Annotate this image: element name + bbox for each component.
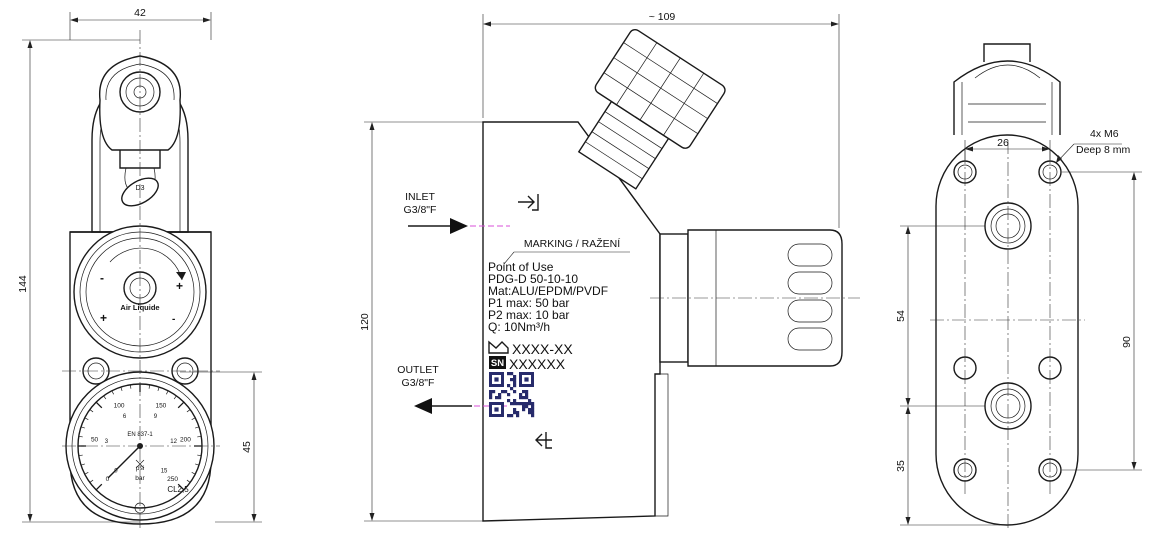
gauge-tick — [95, 483, 103, 491]
gauge-tick — [173, 395, 177, 400]
marking-title: MARKING / RAŽENÍ — [524, 237, 620, 250]
dim-35: 35 — [895, 406, 1000, 526]
serial-number: XXXXXX — [509, 356, 566, 372]
dim-35-label: 35 — [895, 460, 907, 472]
marking-block: MARKING / RAŽENÍ Point of Use PDG-D 50-1… — [488, 237, 630, 418]
gauge-tick — [129, 384, 132, 389]
gauge-tick — [195, 426, 200, 429]
gauge-tick — [191, 417, 196, 420]
gauge-label-inner: 9 — [154, 414, 158, 420]
rear-holes — [953, 160, 1062, 482]
gauge-tick — [84, 417, 89, 420]
dim-width-109: ~ 109 — [482, 11, 840, 228]
dim-side-width-label: ~ 109 — [649, 11, 676, 23]
marking-line-1: Point of Use — [488, 260, 554, 274]
gauge-tick — [177, 401, 185, 409]
gauge-tick — [95, 401, 103, 409]
marking-line-3: Mat:ALU/EPDM/PVDF — [488, 284, 608, 298]
gauge-tick — [197, 435, 202, 438]
qr-code — [489, 372, 535, 418]
gauge-tick — [89, 479, 94, 483]
gauge-label-inner: 3 — [105, 439, 109, 445]
gauge-tick — [186, 409, 191, 413]
dim-54: 54 — [895, 225, 985, 407]
gauge-label-outer: 250 — [167, 476, 178, 483]
gauge-label-inner: 15 — [161, 469, 168, 475]
gauge-tick — [89, 409, 94, 413]
gauge-tick — [191, 472, 196, 475]
gauge-tick — [186, 479, 191, 483]
gauge-label-inner: 6 — [123, 414, 127, 420]
gauge-tick — [157, 386, 160, 391]
gauge-class: CL2,5 — [167, 485, 189, 494]
dim-width-42: 42 — [69, 7, 212, 40]
gauge-unit-psi: psi — [136, 465, 144, 472]
thread-note-1: 4x M6 — [1090, 128, 1119, 140]
side-view: ~ 109 120 — [359, 11, 860, 522]
dim-side-height-label: 120 — [359, 313, 371, 331]
outlet-label: OUTLET — [397, 364, 439, 376]
gauge-label-inner: 12 — [170, 439, 177, 445]
gauge-label-outer: 0 — [106, 476, 110, 483]
rear-view: 26 4x M6 Deep 8 mm 54 35 — [895, 43, 1142, 530]
gauge-label-inner: 0 — [114, 469, 118, 475]
dim-26-label: 26 — [997, 137, 1009, 149]
dim-54-label: 54 — [895, 310, 907, 322]
gauge-tick — [148, 384, 151, 389]
gauge-label-outer: 150 — [155, 403, 166, 410]
gauge-label-outer: 100 — [114, 403, 125, 410]
rear-valve-top — [953, 60, 1061, 135]
angled-valve — [577, 29, 726, 190]
date-code: XXXX-XX — [512, 341, 573, 357]
marking-line-4: P1 max: 50 bar — [488, 296, 569, 310]
gauge-tick — [120, 386, 123, 391]
dim-height-label: 144 — [17, 275, 29, 293]
dim-height-120: 120 — [359, 121, 483, 522]
gauge-tick — [111, 390, 114, 395]
inlet-thread: G3/8"F — [404, 204, 437, 216]
gauge-tick — [84, 472, 89, 475]
outlet-thread: G3/8"F — [402, 377, 435, 389]
dim-height-144: 144 — [17, 39, 140, 523]
gauge-tick — [103, 395, 107, 400]
inlet-label: INLET — [405, 191, 435, 203]
gauge-tick — [197, 454, 202, 457]
gauge-tick — [166, 390, 169, 395]
svg-text:-: - — [172, 314, 175, 325]
knob-plus: + — [176, 279, 183, 293]
gauge-tick — [177, 483, 185, 491]
gauge-label-outer: 200 — [180, 436, 191, 443]
marking-line-6: Q: 10Nm³/h — [488, 320, 550, 334]
rear-plate — [935, 134, 1079, 526]
dim-hole-spacing-26: 26 — [964, 137, 1051, 160]
gauge-tick — [80, 426, 85, 429]
marking-line-5: P2 max: 10 bar — [488, 308, 569, 322]
front-view: 42 144 45 — [17, 7, 262, 530]
manufacture-date-icon — [488, 340, 509, 354]
sn-badge: SN — [491, 358, 504, 369]
gauge-unit-bar: bar — [135, 475, 145, 482]
inlet-callout: INLET G3/8"F — [404, 191, 539, 234]
knob-minus: - — [100, 271, 104, 285]
gauge-standard: EN 837-1 — [127, 432, 153, 438]
dim-gauge-label: 45 — [241, 441, 253, 453]
dim-gauge-45: 45 — [180, 371, 262, 523]
sn-badge-box — [489, 356, 506, 369]
dim-width-label: 42 — [134, 7, 146, 19]
svg-text:+: + — [100, 311, 107, 325]
gauge-tick — [195, 463, 200, 466]
dim-90-label: 90 — [1121, 336, 1133, 348]
gauge-tick — [78, 435, 83, 438]
dim-90: 90 — [1062, 171, 1142, 471]
thread-callout: 4x M6 Deep 8 mm — [1055, 128, 1131, 164]
gauge-tick — [78, 454, 83, 457]
marking-line-2: PDG-D 50-10-10 — [488, 272, 578, 286]
thread-note-2: Deep 8 mm — [1076, 144, 1131, 156]
gauge-label-outer: 50 — [91, 436, 99, 443]
gauge-tick — [80, 463, 85, 466]
